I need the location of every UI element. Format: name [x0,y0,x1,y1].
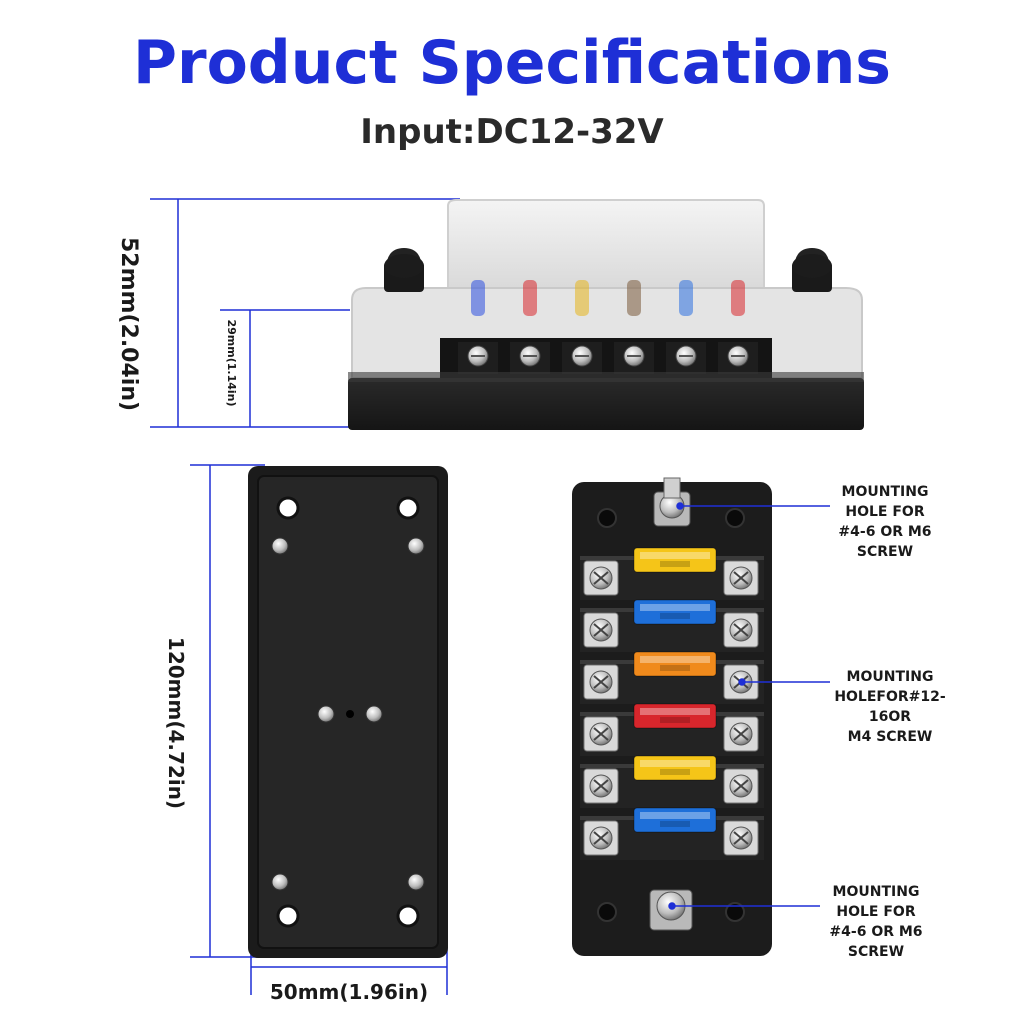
fuse-row [580,807,764,860]
blade-fuse [633,651,717,677]
side-view-fuse-block [348,199,864,430]
side-terminal-screw [562,342,602,374]
side-terminal-screw [666,342,706,374]
side-fuse-hint [523,280,537,316]
callout-bottom-line-3: #4-6 OR M6 SCREW [829,924,923,960]
side-terminal-screw [614,342,654,374]
page-title: Product Specifications [133,28,891,98]
blade-fuse [633,599,717,625]
callout-bottom-hole: MOUNTING HOLE FOR #4-6 OR M6 SCREW [800,882,952,962]
bottom-view-plate [248,466,448,958]
callout-top-line-2: HOLE FOR [845,504,925,520]
side-fuse-hint [471,280,485,316]
width-label: 50mm(1.96in) [269,980,429,1004]
side-fuse-hint [679,280,693,316]
blade-fuse [633,547,717,573]
callout-top-line-3: #4-6 OR M6 SCREW [838,524,932,560]
side-base [348,378,864,430]
side-fuses [471,280,745,316]
plate-corner-holes [276,496,420,928]
fuse-row [580,755,764,808]
cover-top [447,199,765,291]
block-mount-holes [597,508,745,922]
callout-mid-hole: MOUNTING HOLEFOR#12-16OR M4 SCREW [815,667,965,747]
callout-bottom-line-2: HOLE FOR [836,904,916,920]
height-total-label: 52mm(2.04in) [116,237,141,412]
side-terminal-screw [718,342,758,374]
dimension-lines [150,198,460,995]
side-terminal-screw [458,342,498,374]
top-stud [653,477,691,527]
callout-bottom-line-1: MOUNTING [832,884,920,900]
callout-top-hole: MOUNTING HOLE FOR #4-6 OR M6 SCREW [810,482,960,562]
callout-leaders [668,502,830,910]
fuse-row [580,547,764,600]
callout-mid-line-2: HOLEFOR#12-16OR [834,689,946,725]
callout-mid-line-3: M4 SCREW [847,729,933,745]
length-label: 120mm(4.72in) [164,636,188,810]
callout-mid-line-1: MOUNTING [846,669,934,685]
side-fuse-hint [731,280,745,316]
left-post [384,248,424,292]
side-screws [458,342,758,374]
callout-top-line-1: MOUNTING [841,484,929,500]
blade-fuse [633,807,717,833]
side-fuse-hint [575,280,589,316]
height-base-label: 29mm(1.14in) [225,319,238,407]
right-post [792,248,832,292]
plate-screws [271,537,425,891]
blade-fuse [633,755,717,781]
terminal-rows [580,547,764,860]
bottom-stud [649,889,693,931]
side-fuse-hint [627,280,641,316]
side-terminal-screw [510,342,550,374]
input-voltage-label: Input:DC12-32V [360,112,664,152]
fuse-row [580,651,764,704]
fuse-row [580,599,764,652]
fuse-row [580,703,764,756]
top-view-fuse-block [572,477,772,956]
blade-fuse [633,703,717,729]
